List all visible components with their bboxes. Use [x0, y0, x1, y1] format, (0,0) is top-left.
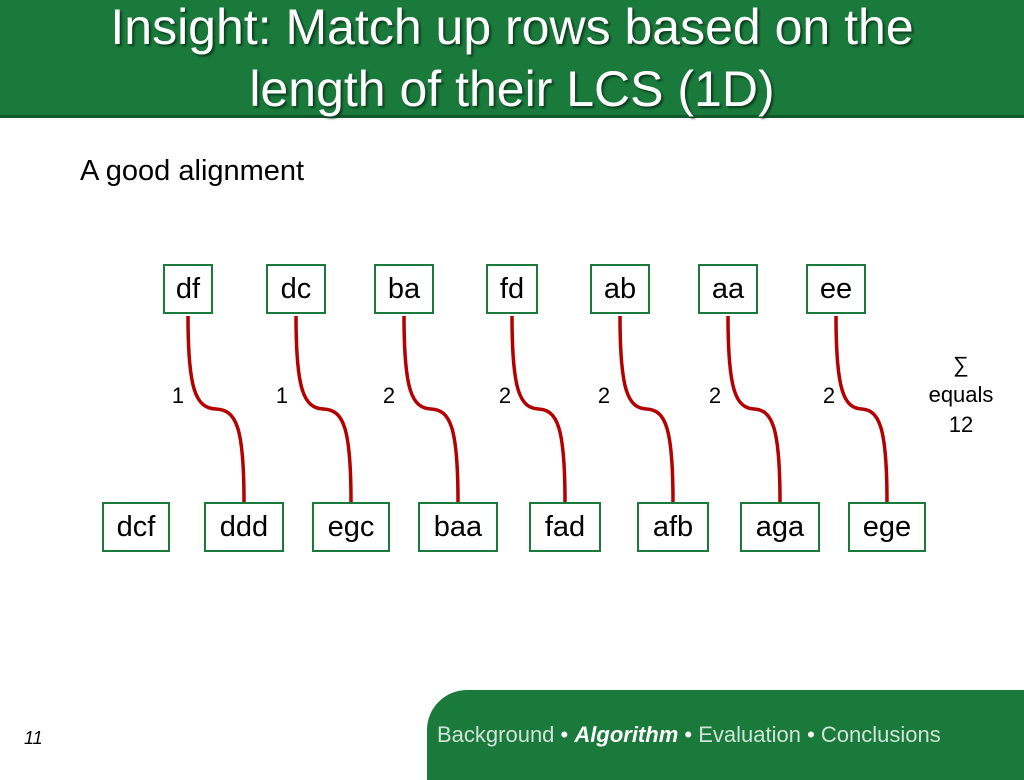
top-item-ee: ee: [806, 264, 866, 314]
top-item-fd: fd: [486, 264, 538, 314]
bottom-item-aga: aga: [740, 502, 820, 552]
nav-item-conclusions[interactable]: Conclusions: [820, 722, 941, 747]
bottom-item-fad: fad: [529, 502, 601, 552]
bottom-item-ddd: ddd: [204, 502, 284, 552]
nav-item-evaluation[interactable]: Evaluation: [698, 722, 801, 747]
bottom-item-afb: afb: [637, 502, 709, 552]
sigma-symbol: ∑: [953, 352, 969, 377]
link-score: 2: [382, 383, 396, 408]
link-score: 2: [498, 383, 512, 408]
link-score: 2: [822, 383, 836, 408]
link-curve-3: [510, 315, 567, 503]
link-score: 1: [275, 383, 289, 408]
page-number: 11: [24, 728, 43, 748]
sum-label: equals: [928, 382, 994, 407]
nav-item-algorithm[interactable]: Algorithm: [574, 722, 679, 747]
link-score: 2: [708, 383, 722, 408]
link-curve-2: [402, 315, 460, 503]
section-nav: Background • Algorithm • Evaluation • Co…: [437, 722, 941, 748]
link-score: 2: [597, 383, 611, 408]
sum-value: 12: [948, 412, 974, 437]
sum-total: ∑ equals 12: [920, 350, 1002, 440]
nav-separator: •: [560, 722, 569, 747]
slide-subtitle: A good alignment: [80, 155, 305, 187]
top-item-aa: aa: [698, 264, 758, 314]
title-line-2: length of their LCS (1D): [249, 61, 775, 117]
link-curve-1: [294, 315, 353, 503]
top-item-ab: ab: [590, 264, 650, 314]
title-line-1: Insight: Match up rows based on the: [110, 0, 914, 55]
link-curve-0: [186, 315, 246, 503]
nav-separator: •: [807, 722, 815, 747]
link-curve-5: [726, 315, 782, 503]
link-curve-6: [834, 315, 889, 503]
top-item-ba: ba: [374, 264, 434, 314]
nav-item-background[interactable]: Background: [437, 722, 555, 747]
bottom-item-egc: egc: [312, 502, 390, 552]
link-score: 1: [171, 383, 185, 408]
top-item-df: df: [163, 264, 213, 314]
title-bar: Insight: Match up rows based on the leng…: [0, 0, 1024, 118]
top-item-dc: dc: [266, 264, 326, 314]
bottom-item-dcf: dcf: [102, 502, 170, 552]
footer-nav-bar: [427, 690, 1024, 780]
nav-separator: •: [684, 722, 693, 747]
bottom-item-baa: baa: [418, 502, 498, 552]
slide-title: Insight: Match up rows based on the leng…: [0, 0, 1024, 120]
bottom-item-ege: ege: [848, 502, 926, 552]
link-curve-4: [618, 315, 675, 503]
